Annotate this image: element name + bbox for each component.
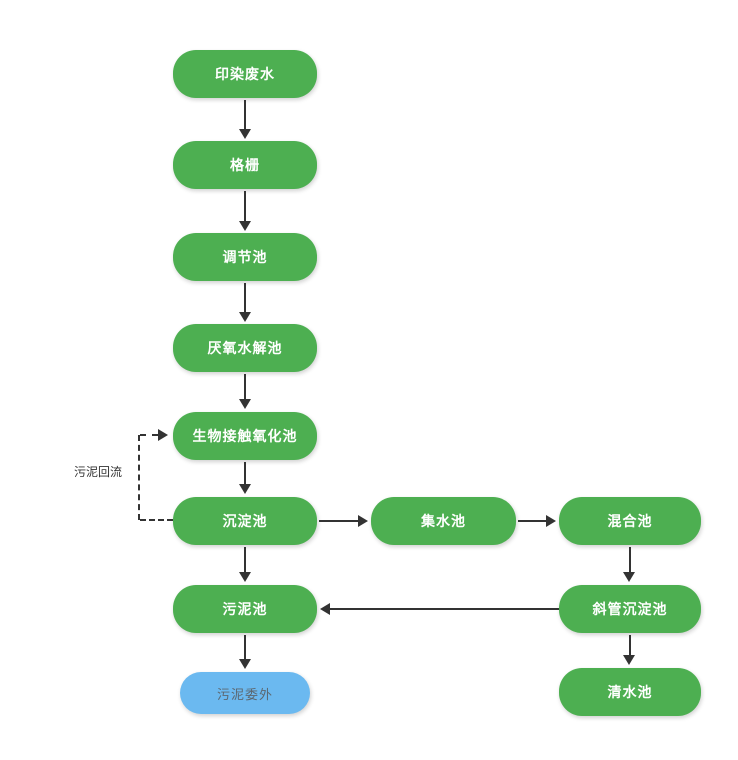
node-inclined-tube-sedimentation-tank[interactable]: 斜管沉淀池: [559, 585, 701, 633]
node-label: 调节池: [222, 249, 268, 265]
node-regulating-tank[interactable]: 调节池: [173, 233, 317, 281]
node-label: 印染废水: [215, 66, 275, 82]
node-label: 清水池: [607, 684, 653, 700]
node-sedimentation-tank[interactable]: 沉淀池: [173, 497, 317, 545]
node-label: 混合池: [607, 513, 653, 529]
edge-label-sludge-return: 污泥回流: [74, 465, 123, 479]
node-bar-screen[interactable]: 格栅: [173, 141, 317, 189]
node-label: 集水池: [421, 513, 466, 529]
node-mixing-tank[interactable]: 混合池: [559, 497, 701, 545]
node-label: 格栅: [230, 157, 260, 173]
node-anaerobic-hydrolysis-tank[interactable]: 厌氧水解池: [173, 324, 317, 372]
node-label: 污泥委外: [216, 686, 273, 702]
node-label: 污泥池: [222, 601, 268, 617]
node-label: 厌氧水解池: [207, 340, 283, 356]
node-label: 生物接触氧化池: [192, 428, 298, 444]
node-label: 沉淀池: [222, 513, 268, 529]
node-sludge-tank[interactable]: 污泥池: [173, 585, 317, 633]
node-clean-water-tank[interactable]: 清水池: [559, 668, 701, 716]
node-label: 斜管沉淀池: [592, 601, 668, 617]
node-sludge-outsourcing[interactable]: 污泥委外: [180, 672, 310, 714]
node-dyeing-wastewater[interactable]: 印染废水: [173, 50, 317, 98]
node-collecting-tank[interactable]: 集水池: [371, 497, 516, 545]
node-bio-contact-oxidation-tank[interactable]: 生物接触氧化池: [173, 412, 317, 460]
